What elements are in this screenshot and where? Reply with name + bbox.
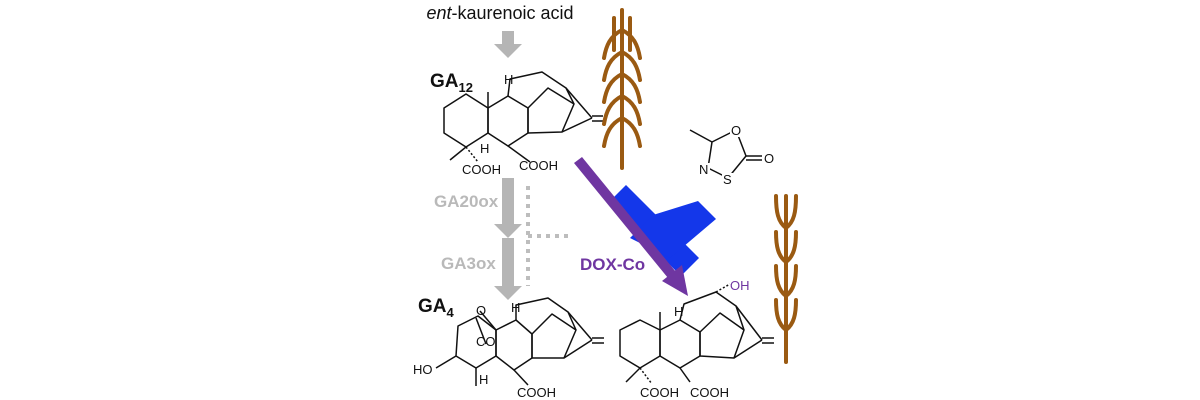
ga12-structure: [443, 71, 603, 163]
product-h: H: [674, 304, 683, 319]
arrow-ga3ox: [494, 238, 522, 300]
ga4-lactone-co: CO: [476, 334, 496, 349]
short-plant-icon: [774, 194, 798, 364]
dox-ring-n: N: [699, 162, 708, 177]
ga12-h-top: H: [504, 72, 513, 87]
arrow-ga20ox: [494, 178, 522, 238]
ga12-h-mid: H: [480, 141, 489, 156]
ga4-structure: [435, 297, 604, 386]
ga4-h-top: H: [511, 300, 520, 315]
enzyme-ga20ox-label: GA20ox: [434, 192, 499, 211]
inhibition-dotted-line: [526, 186, 572, 286]
ga4-lactone-o: O: [476, 303, 486, 318]
ga4-cooh: COOH: [517, 385, 556, 400]
ga12-cooh-left: COOH: [462, 162, 501, 177]
dox-ring-s: S: [723, 172, 732, 187]
product-oh: OH: [730, 278, 750, 293]
dox-ring-o: O: [731, 123, 741, 138]
ga12-subscript: 12: [459, 80, 473, 95]
ga4-ho: HO: [413, 362, 433, 377]
tall-plant-icon: [602, 8, 642, 170]
dox-carbonyl-o: O: [764, 151, 774, 166]
ga12-cooh-right: COOH: [519, 158, 558, 173]
start-compound-label: ent-kaurenoic acid: [426, 3, 573, 23]
product-structure: [619, 283, 774, 385]
ga4-base: GA: [418, 296, 447, 317]
dox-co-label: DOX-Co: [580, 255, 645, 274]
ga12-label: GA12: [430, 71, 473, 95]
enzyme-ga3ox-label: GA3ox: [441, 254, 496, 273]
ga12-base: GA: [430, 71, 459, 92]
dox-co-arrow: [574, 157, 688, 296]
ga4-subscript: 4: [447, 305, 455, 320]
start-compound-prefix: ent: [426, 3, 452, 23]
ga4-label: GA4: [418, 296, 455, 320]
product-cooh-left: COOH: [640, 385, 679, 400]
ga4-h: H: [479, 372, 488, 387]
start-compound-suffix: -kaurenoic acid: [451, 3, 573, 23]
arrow-to-ga12: [494, 31, 522, 58]
product-cooh-right: COOH: [690, 385, 729, 400]
